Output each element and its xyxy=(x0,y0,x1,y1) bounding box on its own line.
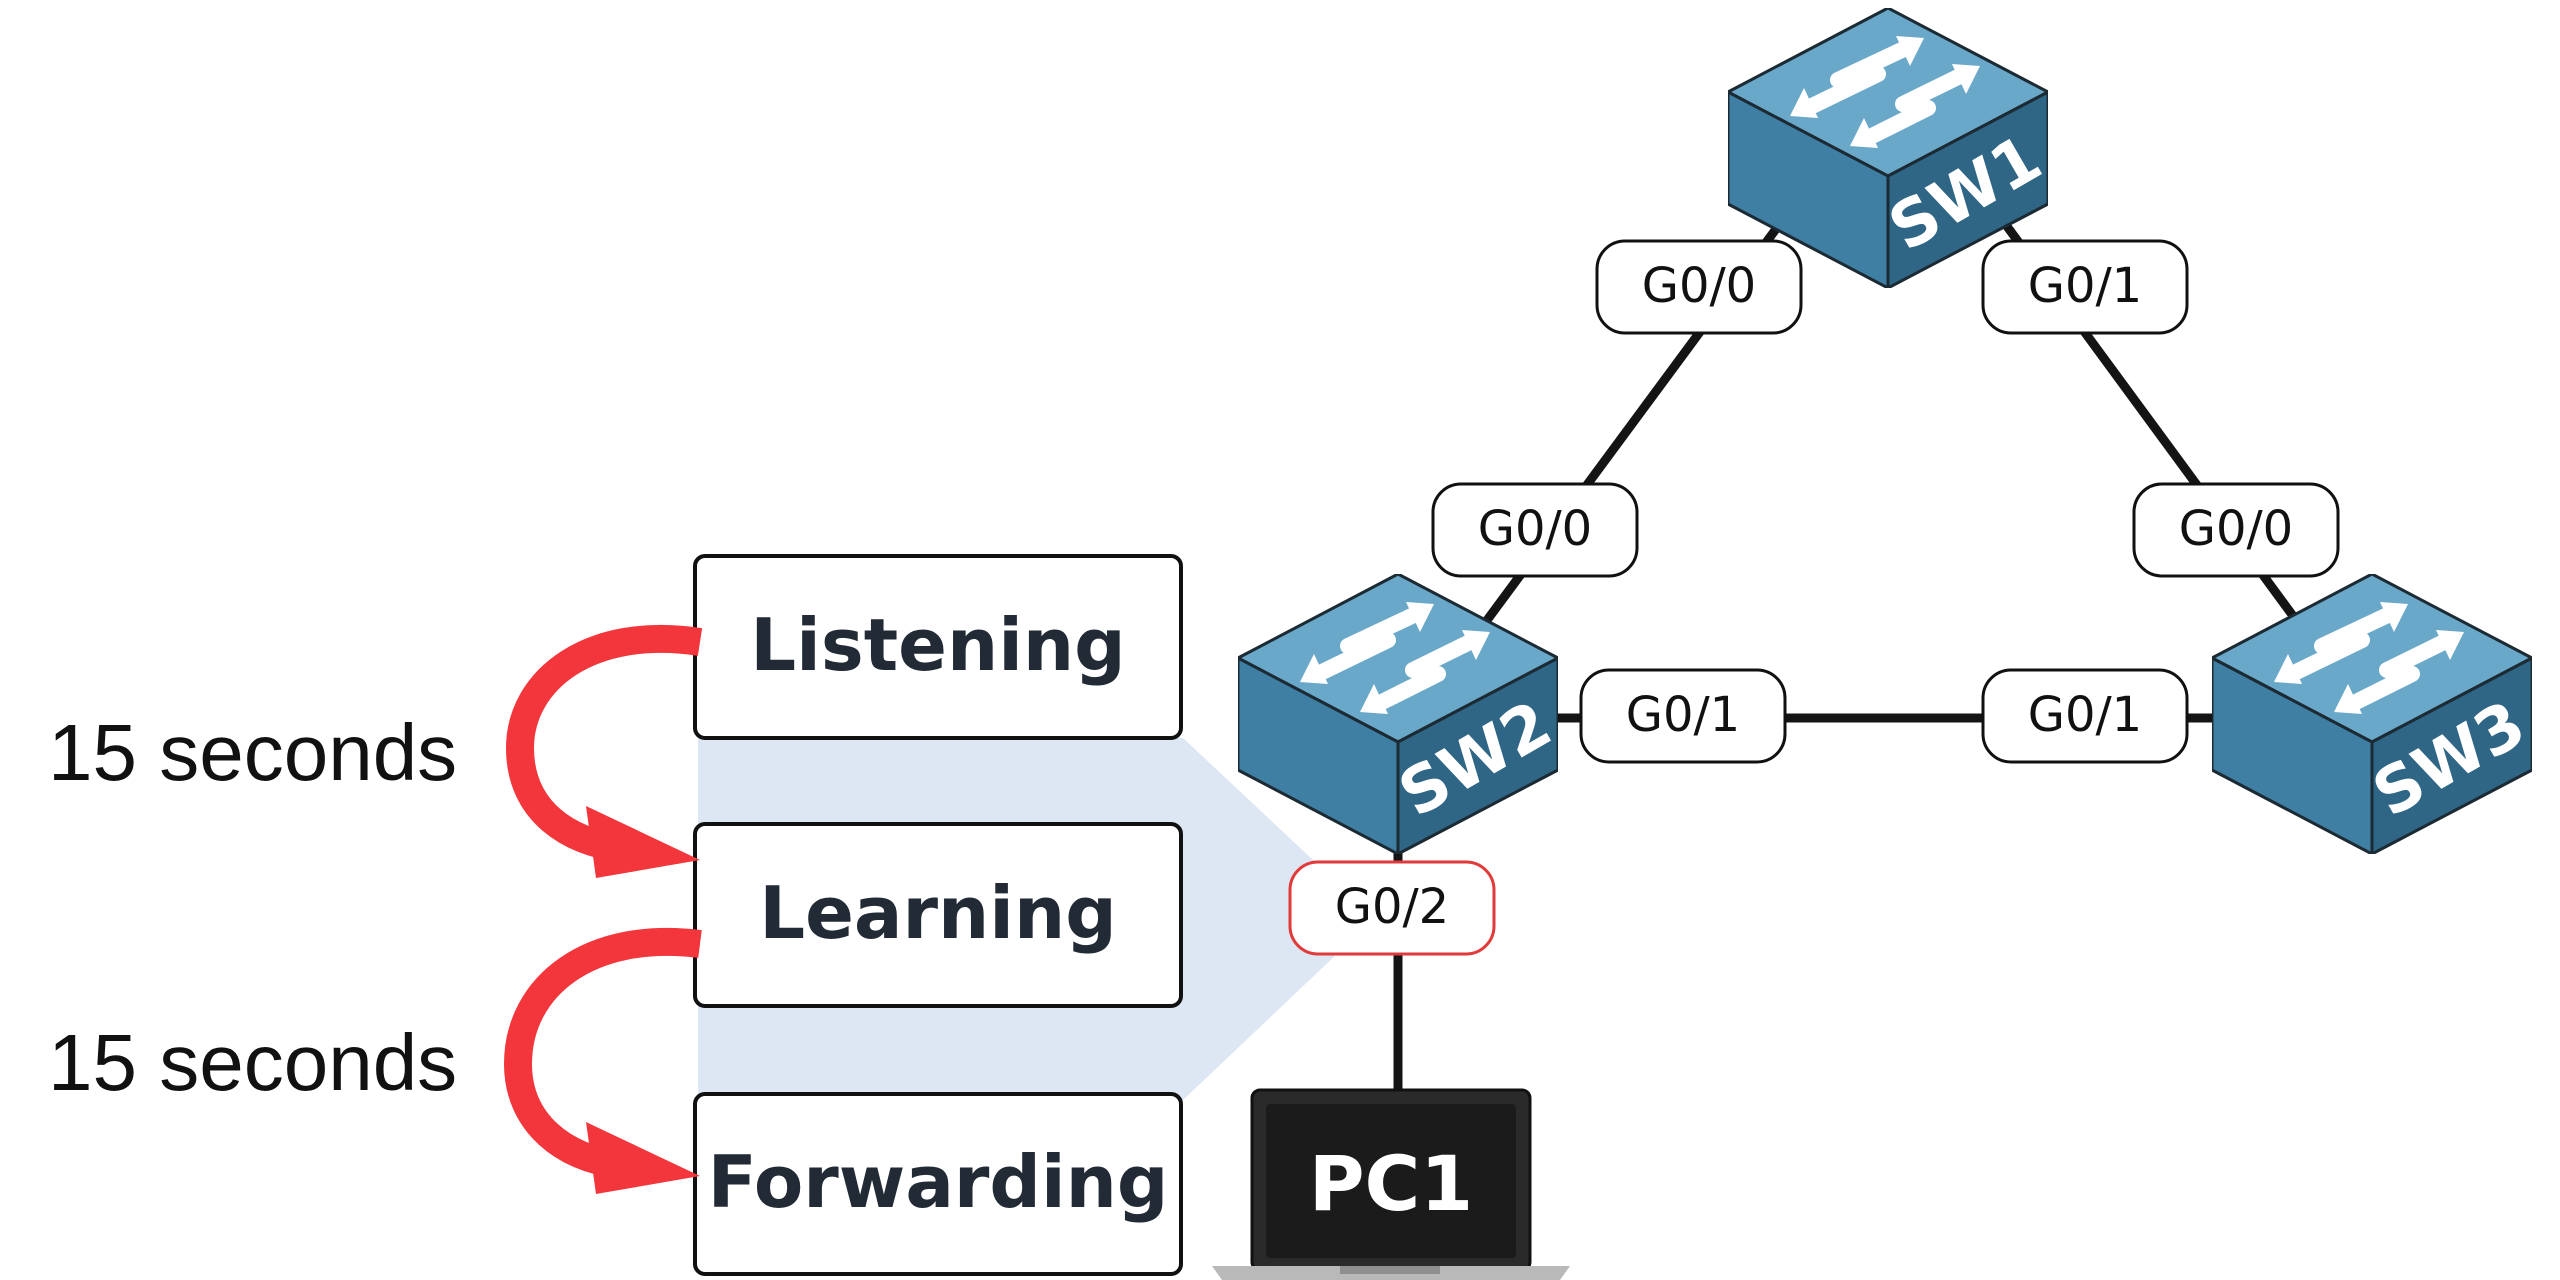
svg-text:G0/1: G0/1 xyxy=(2028,687,2142,743)
svg-text:G0/2: G0/2 xyxy=(1335,879,1449,935)
svg-text:G0/0: G0/0 xyxy=(1642,258,1756,314)
port-g01-sw1: G0/1 xyxy=(1981,239,2189,335)
port-g00-sw1: G0/0 xyxy=(1595,239,1803,335)
port-g01-sw2: G0/1 xyxy=(1579,668,1787,764)
timer-label-2: 15 seconds xyxy=(48,1018,457,1107)
transition-arrow-listening-learning xyxy=(505,624,703,878)
svg-text:G0/1: G0/1 xyxy=(1626,687,1740,743)
pc1-label: PC1 xyxy=(1309,1139,1473,1228)
svg-text:G0/0: G0/0 xyxy=(2179,501,2293,557)
state-box-listening: Listening xyxy=(693,554,1183,740)
port-g01-sw3: G0/1 xyxy=(1981,668,2189,764)
transition-arrow-learning-forwarding xyxy=(503,927,702,1194)
svg-text:Learning: Learning xyxy=(759,871,1117,955)
timer-label-1: 15 seconds xyxy=(48,708,457,797)
svg-text:Listening: Listening xyxy=(750,603,1125,687)
state-box-learning: Learning xyxy=(693,822,1183,1008)
port-g02-sw2-highlighted: G0/2 xyxy=(1288,860,1496,956)
svg-text:G0/1: G0/1 xyxy=(2028,258,2142,314)
switch-sw2[interactable]: SW2 xyxy=(1238,574,1564,854)
switch-sw3[interactable]: SW3 xyxy=(2212,574,2538,854)
laptop-pc1[interactable]: PC1 xyxy=(1212,1088,1570,1280)
port-g00-sw2: G0/0 xyxy=(1431,482,1639,578)
svg-text:Forwarding: Forwarding xyxy=(708,1140,1169,1224)
state-box-forwarding: Forwarding xyxy=(693,1092,1183,1276)
port-g00-sw3: G0/0 xyxy=(2132,482,2340,578)
svg-text:G0/0: G0/0 xyxy=(1478,501,1592,557)
